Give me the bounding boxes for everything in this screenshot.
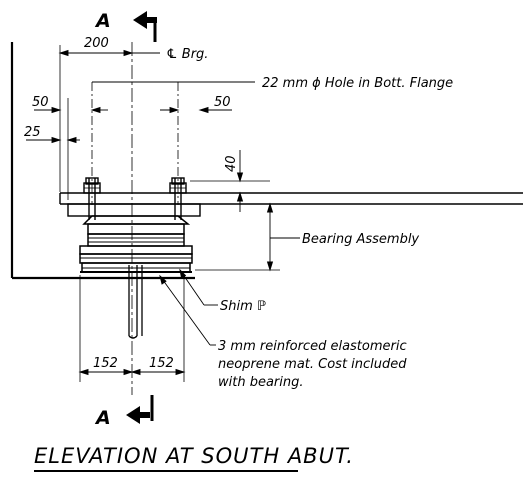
- dimension-lines: [26, 49, 300, 376]
- dimension-152-right: 152: [149, 356, 174, 371]
- anchor-dowels: [128, 265, 143, 339]
- note-leaders: [159, 268, 218, 346]
- hole-callout: 22 mm ϕ Hole in Bott. Flange: [262, 76, 453, 91]
- bearing-assembly-callout: Bearing Assembly: [302, 232, 419, 247]
- centerline-bearing-label: ℄ Brg.: [166, 47, 208, 62]
- dimension-152-left: 152: [93, 356, 118, 371]
- neoprene-note-line-2: neoprene mat. Cost included: [218, 357, 407, 372]
- shim-plate-callout: Shim ℙ: [220, 299, 266, 314]
- dimension-left-25: 25: [24, 125, 41, 140]
- dimension-200: 200: [84, 36, 109, 51]
- dimension-right-50: 50: [214, 95, 231, 110]
- extension-lines: [59, 45, 280, 382]
- dimension-left-50: 50: [32, 95, 49, 110]
- neoprene-note-line-1: 3 mm reinforced elastomeric: [218, 339, 407, 354]
- centerlines: [91, 42, 179, 395]
- abutment-outline: [10, 42, 195, 280]
- bearing-assembly: [79, 215, 193, 273]
- girder-bottom-flange: [59, 192, 523, 217]
- drawing-title: ELEVATION AT SOUTH ABUT.: [34, 444, 354, 468]
- neoprene-note-line-3: with bearing.: [218, 375, 304, 390]
- section-arrow-bottom-icon: [126, 406, 150, 424]
- section-letter-top: A: [94, 10, 111, 32]
- section-letter-bottom: A: [94, 407, 111, 429]
- section-arrow-top-icon: [133, 11, 157, 29]
- section-marker-top: A: [94, 10, 157, 42]
- section-marker-bottom: A: [94, 395, 154, 429]
- dimension-40: 40: [224, 155, 239, 172]
